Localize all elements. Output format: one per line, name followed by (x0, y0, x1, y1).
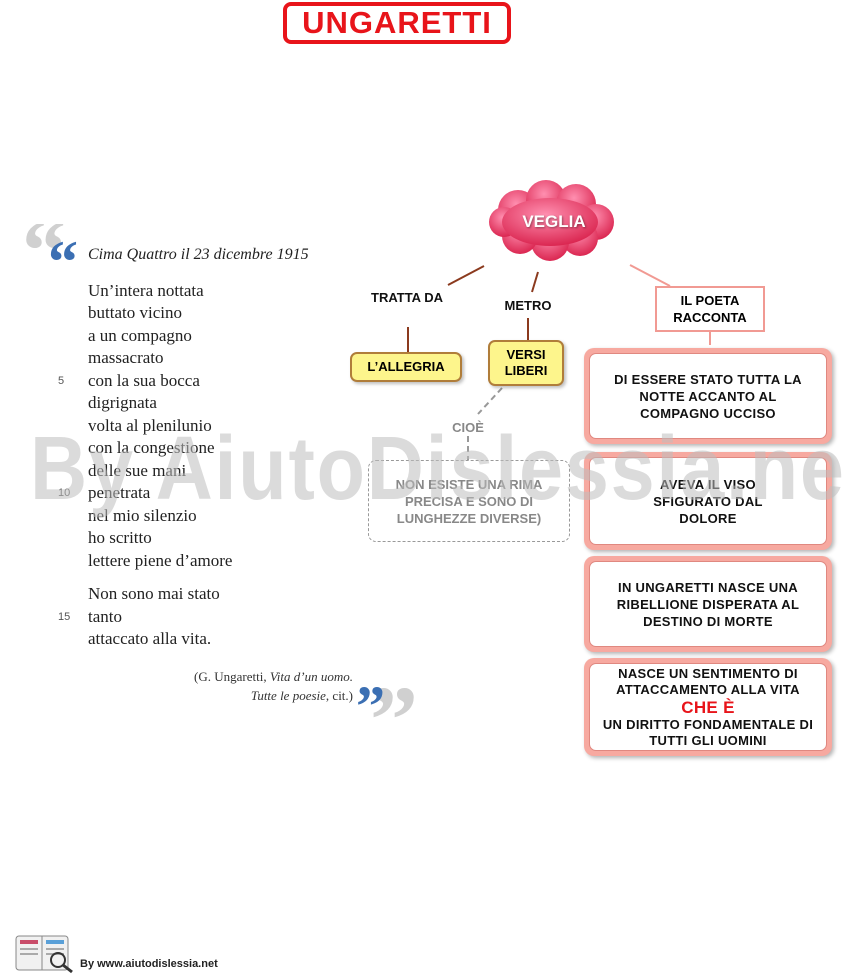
svg-text:”: ” (370, 666, 418, 722)
citation-line-1: (G. Ungaretti, Vita d’un uomo. (194, 669, 353, 684)
poem-line: a un compagno (88, 326, 192, 345)
svg-text:“: “ (22, 224, 66, 274)
branch-label-tratta: TRATTA DA (371, 290, 443, 305)
page-title: UNGARETTI (283, 2, 511, 44)
poem-line: Un’intera nottata (88, 281, 204, 300)
poem-line: con la congestione (88, 438, 215, 457)
center-cloud (489, 180, 614, 261)
svg-text:“: “ (48, 229, 78, 274)
branch-label-poeta: IL POETA RACCONTA (655, 286, 765, 332)
poem-line: Non sono mai stato (88, 584, 220, 603)
node-box-2: AVEVA IL VISO SFIGURATO DAL DOLORE (584, 452, 832, 550)
poem-line: massacrato (88, 348, 164, 367)
poem-line: lettere piene d’amore (88, 551, 233, 570)
poem-line: penetrata (88, 483, 151, 502)
node-box-1: DI ESSERE STATO TUTTA LA NOTTE ACCANTO A… (584, 348, 832, 444)
poem-line: delle sue mani (88, 461, 187, 480)
node-box-3: IN UNGARETTI NASCE UNA RIBELLIONE DISPER… (584, 556, 832, 652)
poem-line: con la sua bocca (88, 371, 200, 390)
poem-line: ho scritto (88, 528, 152, 547)
poem-caption: Cima Quattro il 23 dicembre 1915 (88, 246, 309, 263)
center-label: VEGLIA (522, 212, 586, 231)
book-logo-icon (15, 935, 73, 974)
poem-line: nel mio silenzio (88, 506, 197, 525)
open-quote-icon: “ “ (22, 224, 78, 274)
poem-line: volta al plenilunio (88, 416, 212, 435)
line-number: 10 (58, 487, 71, 499)
poem-line: tanto (88, 607, 122, 626)
footer-credit: By www.aiutodislessia.net (80, 958, 218, 970)
poem-line: digrignata (88, 393, 157, 412)
close-quote-icon: ” ” (356, 666, 418, 722)
poem-line: buttato vicino (88, 303, 182, 322)
node-box-4: NASCE UN SENTIMENTO DI ATTACCAMENTO ALLA… (584, 658, 832, 756)
line-number: 15 (58, 611, 71, 623)
node-allegria: L’ALLEGRIA (350, 352, 462, 382)
node-versi-liberi: VERSI LIBERI (488, 340, 564, 386)
branch-label-metro: METRO (504, 298, 552, 313)
label-cioe: CIOÈ (452, 420, 484, 435)
citation-line-2: Tutte le poesie, cit.) (250, 688, 353, 703)
line-number: 5 (58, 375, 65, 387)
svg-text:”: ” (356, 674, 385, 722)
node-rima: NON ESISTE UNA RIMA PRECISA E SONO DI LU… (368, 460, 570, 542)
poem-line: attaccato alla vita. (88, 629, 212, 648)
